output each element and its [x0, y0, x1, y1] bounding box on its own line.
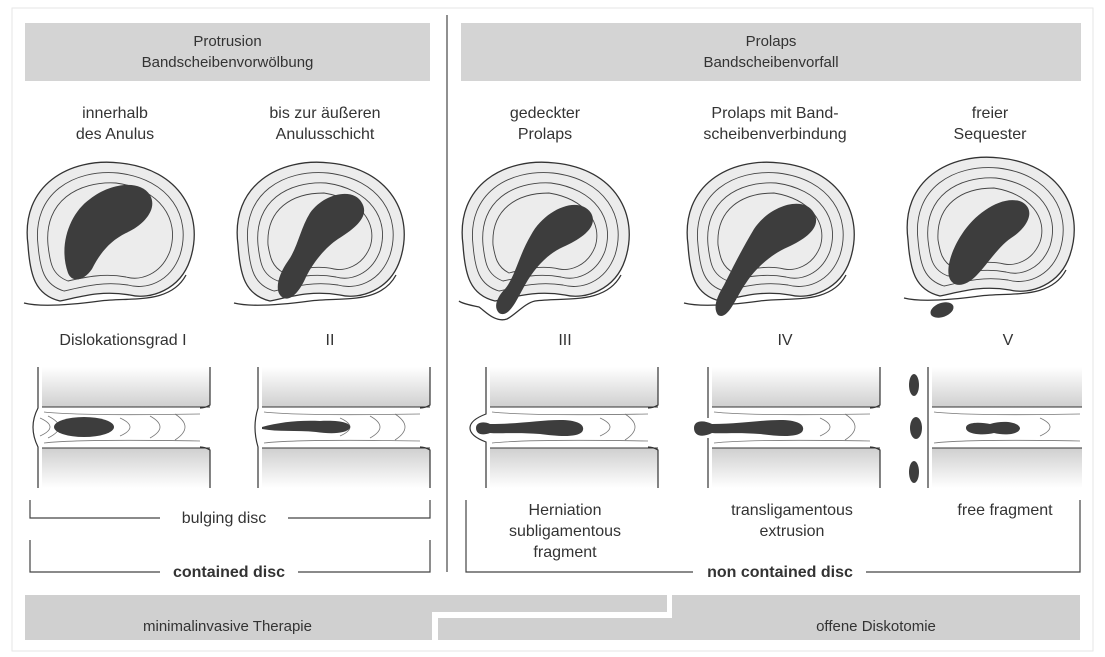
column-caption-5: freier Sequester [920, 103, 1060, 145]
contained-bracket-right [298, 540, 430, 572]
grade-label-5: V [988, 332, 1028, 350]
therapy-open-discotomy: offene Diskotomie [672, 612, 1080, 640]
therapy-minimalinvasive: minimalinvasive Therapie [25, 612, 430, 640]
extrusion-label: transligamentous extrusion [712, 500, 872, 542]
sagittal-section-3 [470, 367, 658, 488]
axial-disc-2 [234, 162, 404, 305]
herniation-line3: fragment [490, 542, 640, 563]
herniation-line2: subligamentous [490, 521, 640, 542]
protrusion-header: Protrusion Bandscheibenvorwölbung [25, 23, 430, 81]
column-caption-5-line1: freier [920, 103, 1060, 124]
column-caption-4: Prolaps mit Band- scheibenverbindung [680, 103, 870, 145]
grade-label-3: III [545, 332, 585, 350]
column-caption-4-line2: scheibenverbindung [680, 124, 870, 145]
protrusion-header-subtitle: Bandscheibenvorwölbung [25, 52, 430, 73]
contained-disc-label: contained disc [162, 562, 296, 583]
sagittal-section-1 [33, 367, 210, 488]
prolaps-header-title: Prolaps [461, 31, 1081, 52]
column-caption-3-line1: gedeckter [470, 103, 620, 124]
extrusion-line2: extrusion [712, 521, 872, 542]
column-caption-3: gedeckter Prolaps [470, 103, 620, 145]
bulging-bracket-right [288, 500, 430, 518]
column-caption-4-line1: Prolaps mit Band- [680, 103, 870, 124]
column-caption-1-line1: innerhalb [40, 103, 190, 124]
contained-bracket-left [30, 540, 160, 572]
axial-disc-1 [24, 162, 194, 305]
column-caption-3-line2: Prolaps [470, 124, 620, 145]
column-caption-2: bis zur äußeren Anulusschicht [240, 103, 410, 145]
herniation-label: Herniation subligamentous fragment [490, 500, 640, 563]
column-caption-1-line2: des Anulus [40, 124, 190, 145]
sagittal-section-2 [255, 367, 430, 488]
column-caption-2-line1: bis zur äußeren [240, 103, 410, 124]
bulging-disc-label: bulging disc [162, 508, 286, 529]
column-caption-5-line2: Sequester [920, 124, 1060, 145]
extrusion-line1: transligamentous [712, 500, 872, 521]
grade-label-1: Dislokationsgrad I [38, 332, 208, 350]
herniation-line1: Herniation [490, 500, 640, 521]
axial-disc-5 [904, 157, 1074, 320]
axial-disc-4 [684, 162, 854, 316]
column-caption-1: innerhalb des Anulus [40, 103, 190, 145]
grade-label-2: II [310, 332, 350, 350]
column-caption-2-line2: Anulusschicht [240, 124, 410, 145]
prolaps-header: Prolaps Bandscheibenvorfall [461, 23, 1081, 81]
free-fragment-label: free fragment [935, 500, 1075, 521]
grade-label-4: IV [765, 332, 805, 350]
protrusion-header-title: Protrusion [25, 31, 430, 52]
bulging-bracket-left [30, 500, 160, 518]
prolaps-header-subtitle: Bandscheibenvorfall [461, 52, 1081, 73]
sagittal-section-5 [909, 367, 1082, 488]
axial-disc-3 [459, 162, 629, 320]
non-contained-disc-label: non contained disc [696, 562, 864, 583]
sagittal-section-4 [694, 367, 880, 488]
